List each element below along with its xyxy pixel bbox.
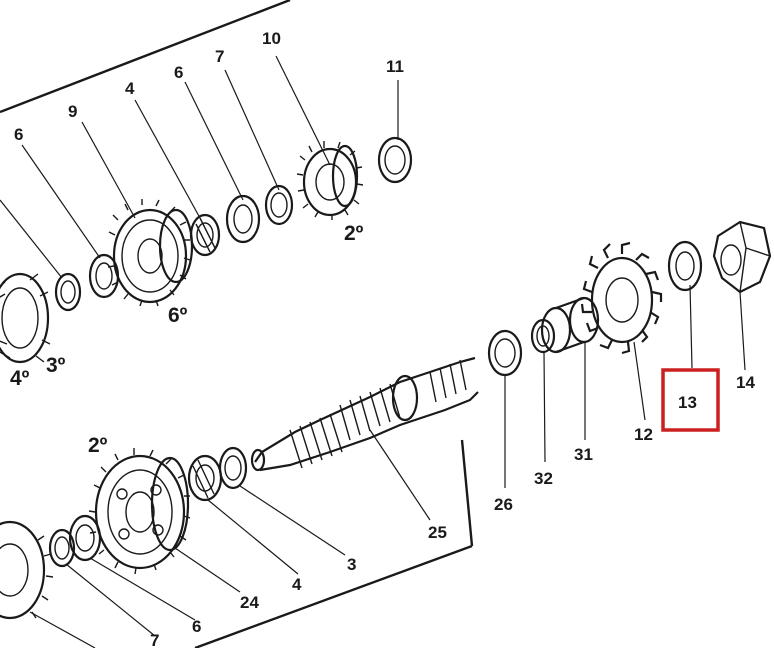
callout-4: 4: [292, 575, 302, 594]
callout-12: 12: [634, 425, 653, 444]
callout-9: 9: [68, 102, 77, 121]
gear-bottom-left: [0, 520, 54, 620]
callout-31: 31: [574, 445, 593, 464]
callout-7: 7: [215, 47, 224, 66]
leader-14: [739, 291, 746, 371]
gear-label-2nd-top: 2º: [344, 222, 364, 245]
leader-4b: [207, 499, 299, 575]
callout-14: 14: [736, 373, 755, 392]
frame-line-top: [0, 0, 291, 114]
frame-line-bottom: [194, 544, 473, 648]
leader-24: [174, 547, 241, 593]
callout-25: 25: [428, 523, 447, 542]
callout-4: 4: [125, 79, 135, 98]
callout-13: 13: [678, 393, 697, 412]
leader-13: [689, 284, 693, 369]
callout-3: 3: [347, 555, 356, 574]
gear-label-3rd: 3º: [46, 354, 66, 377]
gear-4-3-top: [0, 272, 51, 364]
gear-label-6th: 6º: [168, 304, 188, 327]
bush-4-top: [189, 213, 221, 257]
leader-6b: [21, 144, 101, 259]
nut-14: [712, 220, 772, 294]
leader-bl: [29, 611, 96, 648]
sprocket-12: [580, 241, 663, 355]
gear-2nd-bottom: [88, 448, 191, 575]
leader-4a: [134, 99, 201, 219]
callout-26: 26: [494, 495, 513, 514]
washer-6-bottom: [68, 514, 102, 562]
leader-6c: [89, 557, 196, 621]
leader-7b: [65, 563, 156, 637]
leader-3: [239, 485, 346, 556]
callout-6: 6: [174, 63, 183, 82]
callout-24: 24: [240, 593, 259, 612]
washer-11: [377, 136, 413, 184]
washer-3: [218, 446, 248, 490]
circlip-7-bottom: [48, 528, 76, 568]
washer-26: [487, 329, 523, 377]
leader-9: [81, 121, 136, 219]
spacer-31: [540, 296, 600, 354]
leader-left: [0, 199, 63, 279]
washer-6-top-left: [54, 272, 82, 312]
frame-line-right: [460, 439, 474, 547]
callout-7: 7: [150, 631, 159, 648]
main-shaft-25: [250, 356, 479, 472]
callout-6: 6: [192, 617, 201, 636]
gear-label-2nd-bottom: 2º: [88, 434, 108, 457]
callout-11: 11: [386, 57, 404, 76]
callout-6: 6: [14, 125, 23, 144]
leader-12: [633, 341, 646, 421]
gear-label-4th: 4º: [10, 367, 30, 390]
leader-10: [275, 55, 331, 166]
highlight-box-13: [661, 368, 720, 432]
leader-25: [369, 429, 431, 521]
callout-32: 32: [534, 469, 553, 488]
leader-32: [543, 351, 546, 463]
gear-6th: [107, 199, 194, 307]
bush-4-bottom: [187, 454, 223, 502]
leader-6a: [184, 81, 244, 201]
gear-2nd-top: [296, 141, 364, 220]
callout-10: 10: [262, 29, 281, 48]
circlip-7-top: [264, 184, 294, 226]
washer-6-top-right: [225, 194, 261, 244]
washer-13: [667, 240, 703, 292]
leader-7a: [224, 69, 280, 191]
